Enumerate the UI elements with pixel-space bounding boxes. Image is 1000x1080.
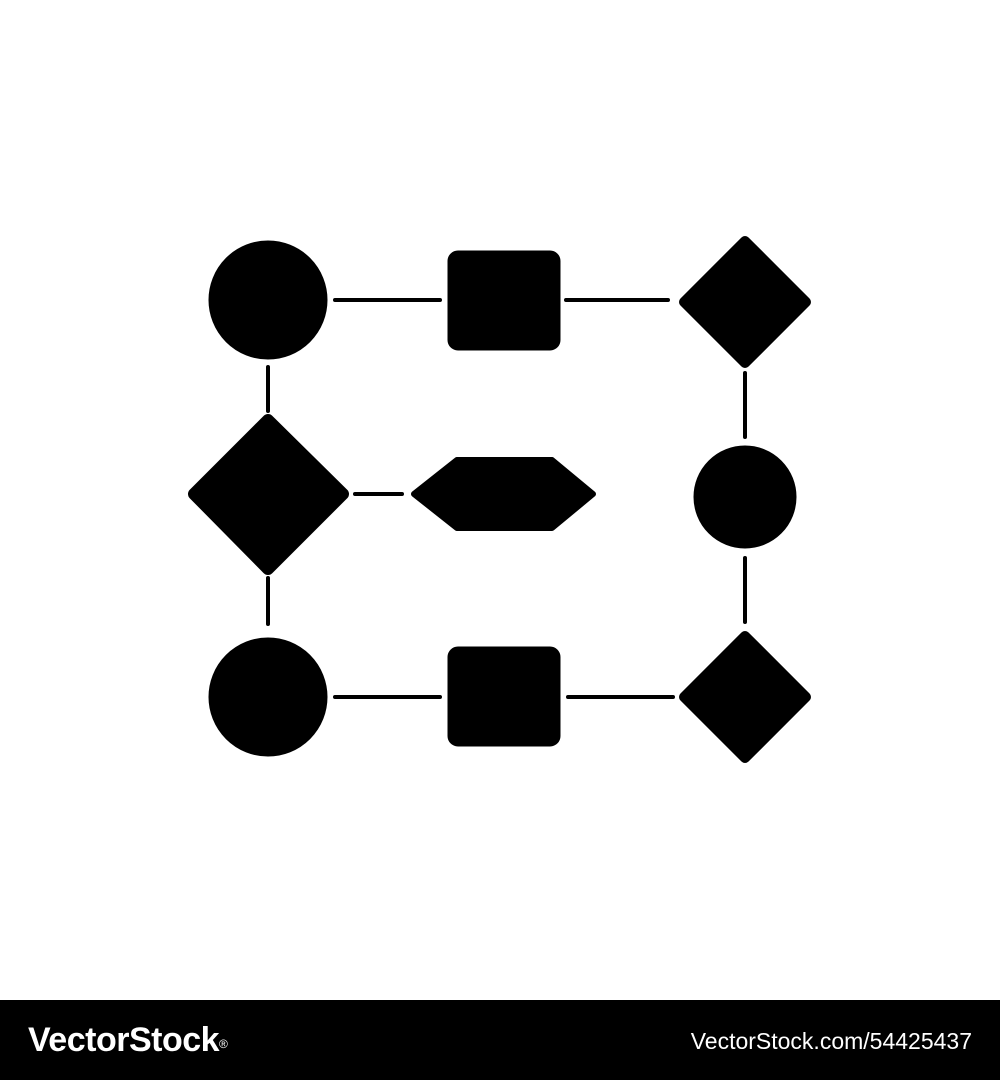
diamond-node-middle-left xyxy=(188,414,349,575)
circle-node-middle-right xyxy=(693,445,797,549)
registered-mark: ® xyxy=(219,1037,228,1051)
image-id-text: VectorStock.com/54425437 xyxy=(690,1028,972,1054)
watermark-footer: VectorStock® VectorStock.com/54425437 xyxy=(0,1000,1000,1080)
brand-name: VectorStock xyxy=(28,1021,220,1059)
circle-node-top-left xyxy=(208,240,328,360)
square-node-top-middle xyxy=(447,250,561,351)
flowchart-icon xyxy=(188,236,811,763)
diagram-canvas xyxy=(188,236,811,763)
diamond-node-bottom-right xyxy=(679,631,811,763)
square-node-bottom-middle xyxy=(447,646,561,747)
vectorstock-logo[interactable]: VectorStock® xyxy=(28,1018,228,1062)
diamond-node-top-right xyxy=(679,236,811,368)
hexagon-node-middle xyxy=(411,457,596,531)
circle-node-bottom-left xyxy=(208,637,328,757)
